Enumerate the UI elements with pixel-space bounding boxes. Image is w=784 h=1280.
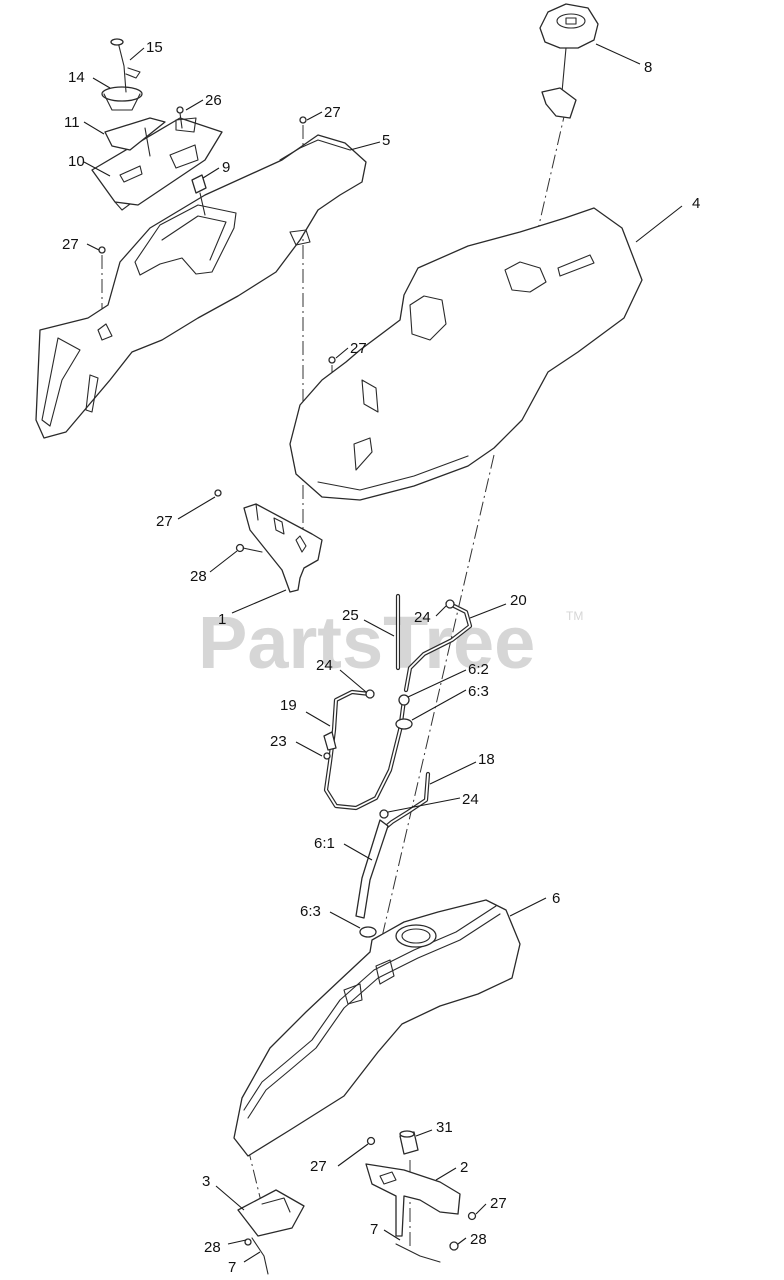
callout-2: 2	[460, 1159, 468, 1176]
watermark-tm: TM	[566, 609, 583, 623]
part-14-knob-base	[101, 86, 143, 111]
callout-20: 20	[510, 592, 527, 609]
callout-9: 9	[222, 159, 230, 176]
part-15-lever	[110, 38, 141, 93]
part-6-fuel-tank	[233, 899, 521, 1157]
callout-7-lower: 7	[370, 1221, 378, 1238]
part-1-bracket	[243, 503, 323, 593]
part-10-plate	[91, 117, 223, 211]
callout-18: 18	[478, 751, 495, 768]
part-9-clip	[191, 174, 207, 216]
callout-6-1: 6:1	[314, 835, 335, 852]
part-7-link-b	[395, 1243, 441, 1263]
part-11-bracket	[104, 117, 166, 157]
callout-27-cover: 27	[350, 340, 367, 357]
callout-15: 15	[146, 39, 163, 56]
part-4-tank-cover	[289, 207, 643, 501]
part-28-bolt-b	[244, 1238, 252, 1246]
leader-lines	[83, 43, 683, 1263]
callout-10: 10	[68, 153, 85, 170]
part-18-fuel-line	[377, 771, 431, 835]
callout-4: 4	[692, 195, 700, 212]
callout-25: 25	[342, 607, 359, 624]
part-19-fuel-line	[323, 689, 407, 811]
callout-28-rear: 28	[204, 1239, 221, 1256]
callout-27-bracket: 27	[156, 513, 173, 530]
part-28-bolt-a	[235, 543, 263, 553]
callout-labels: 15 14 11 10 26 9 27 27 27 5 4 8 27 28 1 …	[62, 39, 700, 1276]
callout-6: 6	[552, 890, 560, 907]
watermark: PartsTree TM	[198, 601, 583, 684]
part-27-screw-a	[214, 489, 222, 497]
callout-28-lower: 28	[470, 1231, 487, 1248]
part-3-bracket	[237, 1189, 305, 1237]
part-20-fuel-line	[403, 601, 473, 693]
callout-26: 26	[205, 92, 222, 109]
callout-5: 5	[382, 132, 390, 149]
callout-27-bolt: 27	[490, 1195, 507, 1212]
fittings	[323, 599, 455, 938]
part-26-screw	[176, 106, 184, 129]
part-5-console-shroud	[35, 134, 367, 439]
callout-1: 1	[218, 611, 226, 628]
callout-24-low: 24	[462, 791, 479, 808]
callout-7-rear: 7	[228, 1259, 236, 1276]
callout-24-top: 24	[414, 609, 431, 626]
part-27-screw-f	[366, 1136, 376, 1146]
callout-23: 23	[270, 733, 287, 750]
callout-3: 3	[202, 1173, 210, 1190]
callout-11: 11	[64, 114, 80, 131]
part-31-bumper	[399, 1130, 419, 1155]
callout-6-3-lower: 6:3	[300, 903, 321, 920]
callout-6-3-upper: 6:3	[468, 683, 489, 700]
callout-6-2: 6:2	[468, 661, 489, 678]
part-6-1-pickup-tube	[355, 819, 389, 919]
callout-28-bracket: 28	[190, 568, 207, 585]
part-7-link-a	[251, 1237, 269, 1275]
callout-31: 31	[436, 1119, 453, 1136]
callout-27-lower: 27	[310, 1158, 327, 1175]
callout-19: 19	[280, 697, 297, 714]
callout-24-mid: 24	[316, 657, 333, 674]
callout-14: 14	[68, 69, 85, 86]
callout-27-top: 27	[324, 104, 341, 121]
part-8-fuel-cap	[539, 3, 599, 119]
callout-8: 8	[644, 59, 652, 76]
callout-27-shroud: 27	[62, 236, 79, 253]
part-2-bracket	[365, 1163, 477, 1251]
